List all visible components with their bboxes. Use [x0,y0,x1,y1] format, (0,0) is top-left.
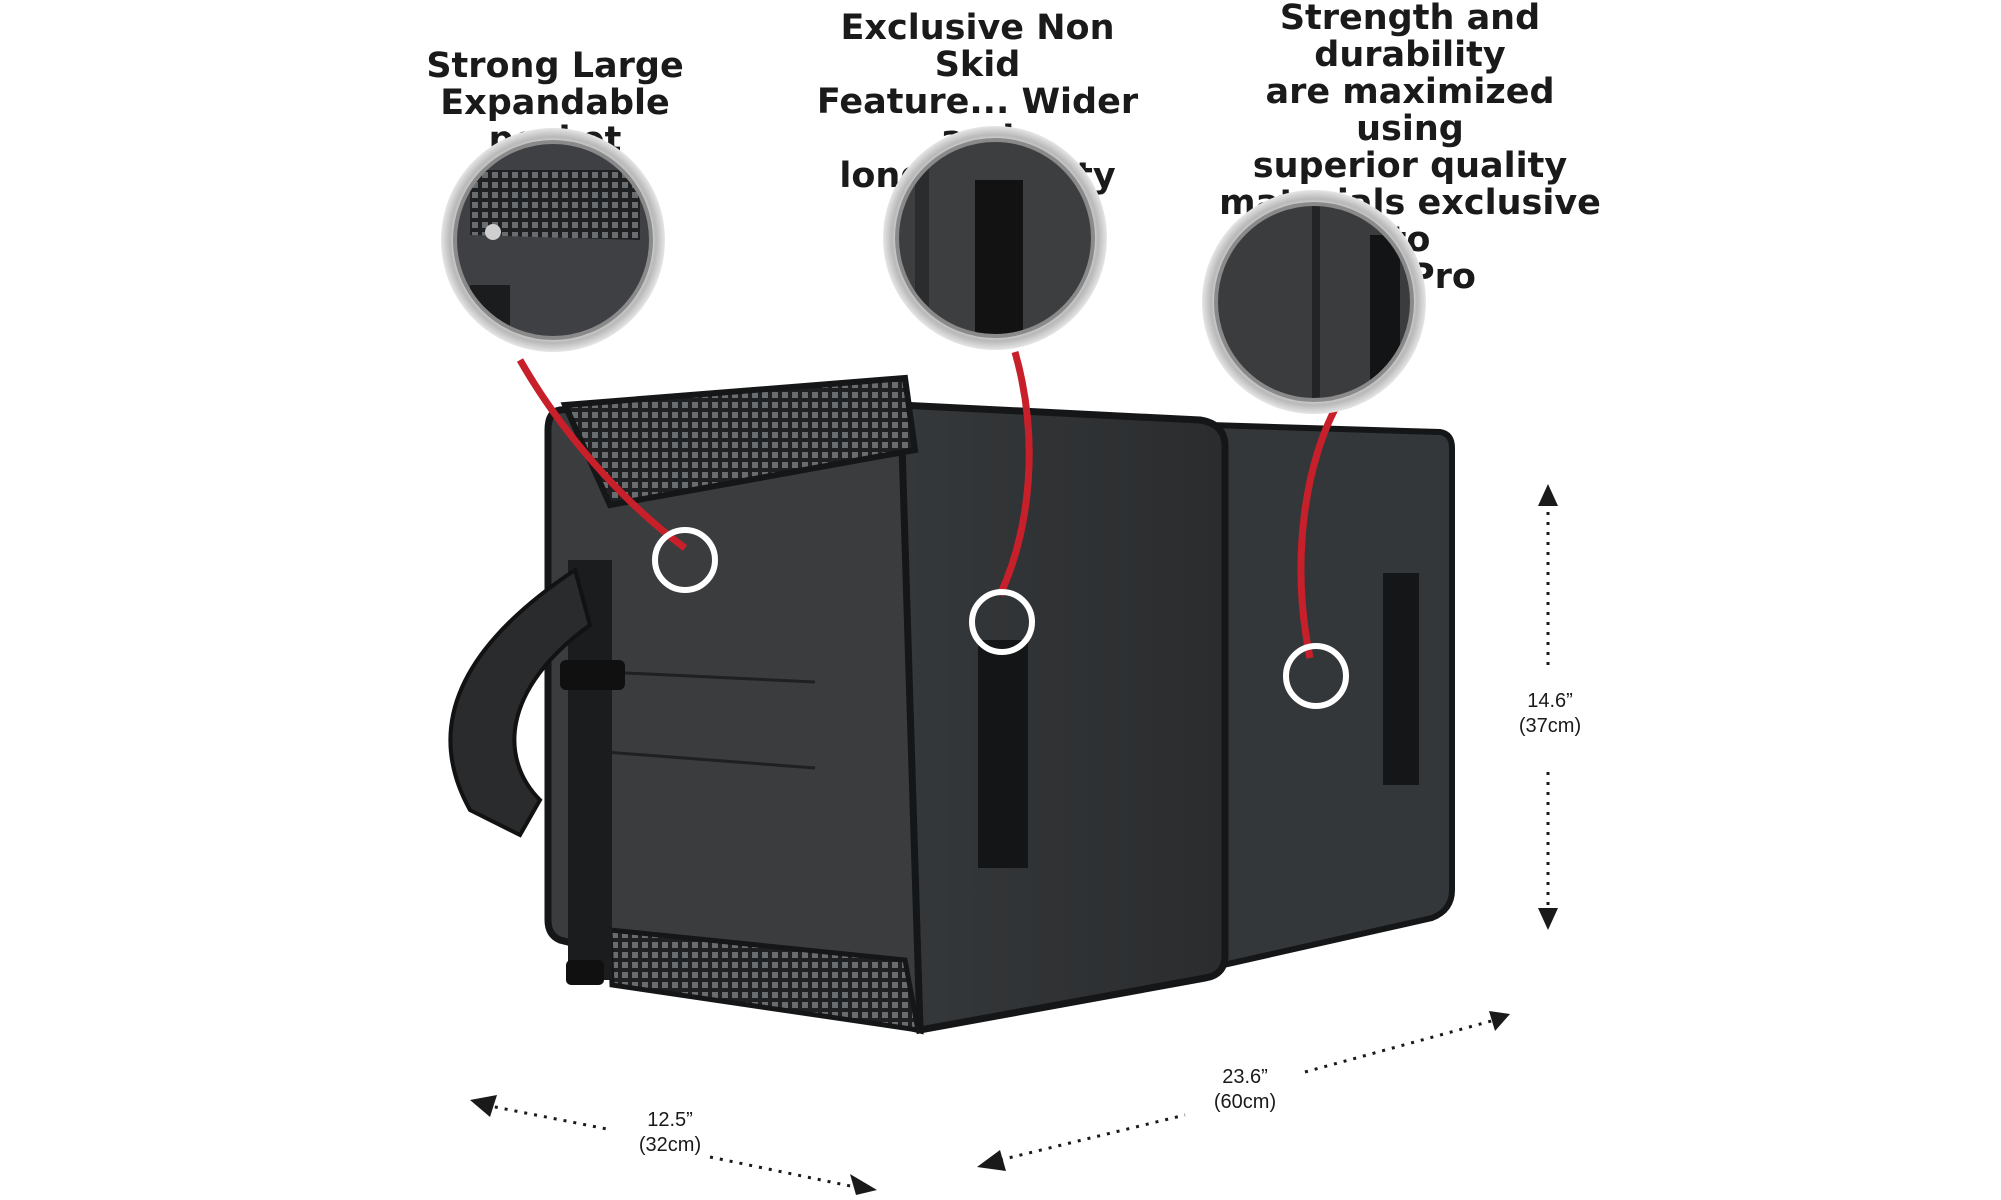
zoom-circle-pocket [441,128,665,352]
height-inches: 14.6” [1527,690,1573,712]
target-ring-pocket [652,527,718,593]
height-cm: (37cm) [1518,715,1582,737]
bag-front-panel [896,401,1229,1035]
width-inches: 23.6” [1222,1066,1268,1088]
depth-inches: 12.5” [647,1109,693,1131]
depth-cm: (32cm) [638,1134,702,1156]
bag-side-panel [448,374,924,1035]
target-ring-non-skid [969,589,1035,655]
dimension-depth-label: 12.5” (32cm) [620,1108,720,1158]
callout-non-skid: Exclusive Non Skid Feature... Wider and … [816,8,1139,195]
dimension-arrows [470,484,1558,1195]
zoom-circle-non-skid [883,126,1107,350]
callout-leaders [516,351,1344,659]
dimension-height-label: 14.6” (37cm) [1500,689,1600,739]
dimension-width-label: 23.6” (60cm) [1195,1065,1295,1115]
target-ring-strength [1283,643,1349,709]
width-cm: (60cm) [1213,1091,1277,1113]
zoom-circle-material [1202,190,1426,414]
bag-right-compartment [1207,421,1455,972]
